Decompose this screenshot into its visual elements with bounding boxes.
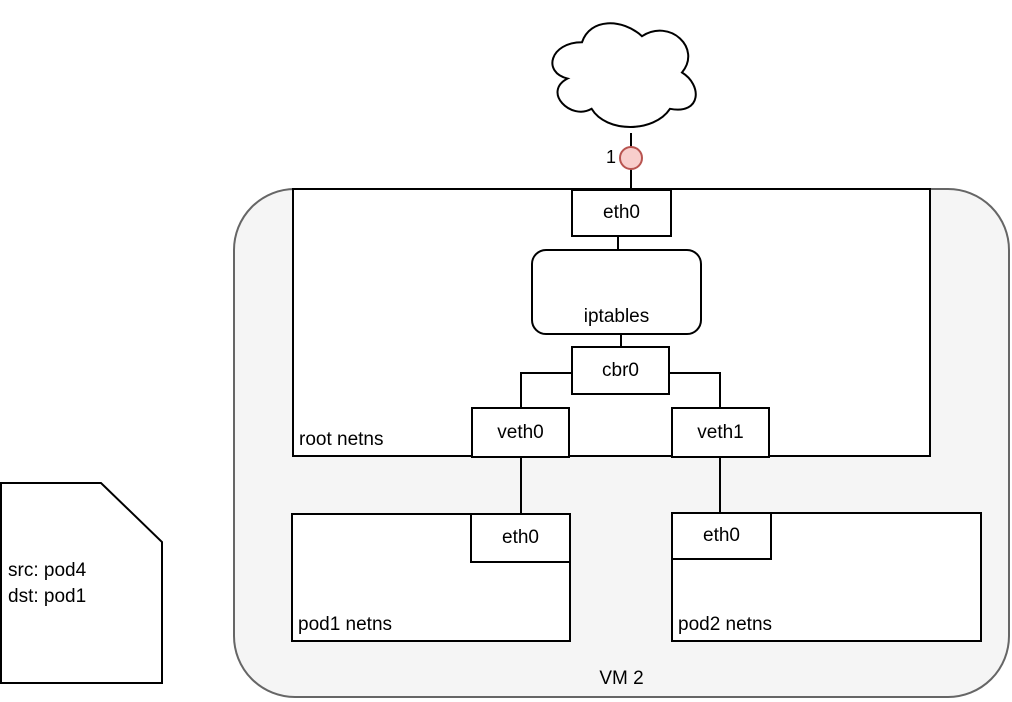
node-eth0-pod2: eth0 — [671, 512, 772, 560]
packet-note-dst: dst: pod1 — [8, 586, 87, 607]
node-cbr0: cbr0 — [571, 346, 670, 395]
node-veth1-label: veth1 — [697, 421, 744, 443]
node-eth0-pod1: eth0 — [470, 513, 571, 563]
root-netns-label: root netns — [299, 429, 384, 450]
packet-note-src: src: pod4 — [8, 560, 87, 581]
pod1-netns-container: pod1 netns — [291, 513, 571, 642]
packet-note: src: pod4 dst: pod1 — [8, 558, 86, 610]
node-iptables: iptables — [531, 249, 702, 335]
pod2-netns-label: pod2 netns — [678, 614, 773, 635]
node-iptables-label: iptables — [583, 306, 650, 327]
endpoint-marker-label: 1 — [605, 147, 616, 167]
node-eth0-root-label: eth0 — [603, 202, 640, 223]
node-veth1: veth1 — [671, 407, 770, 458]
node-eth0-pod1-label: eth0 — [502, 527, 539, 548]
vm2-label: VM 2 — [599, 668, 644, 689]
node-eth0-pod2-label: eth0 — [703, 525, 740, 546]
cloud-icon — [551, 22, 697, 128]
node-veth0: veth0 — [471, 407, 570, 458]
pod1-netns-label: pod1 netns — [298, 614, 393, 635]
node-cbr0-label: cbr0 — [602, 359, 639, 381]
node-veth0-label: veth0 — [497, 421, 544, 443]
endpoint-circle-icon — [619, 146, 643, 170]
node-eth0-root: eth0 — [571, 189, 672, 237]
